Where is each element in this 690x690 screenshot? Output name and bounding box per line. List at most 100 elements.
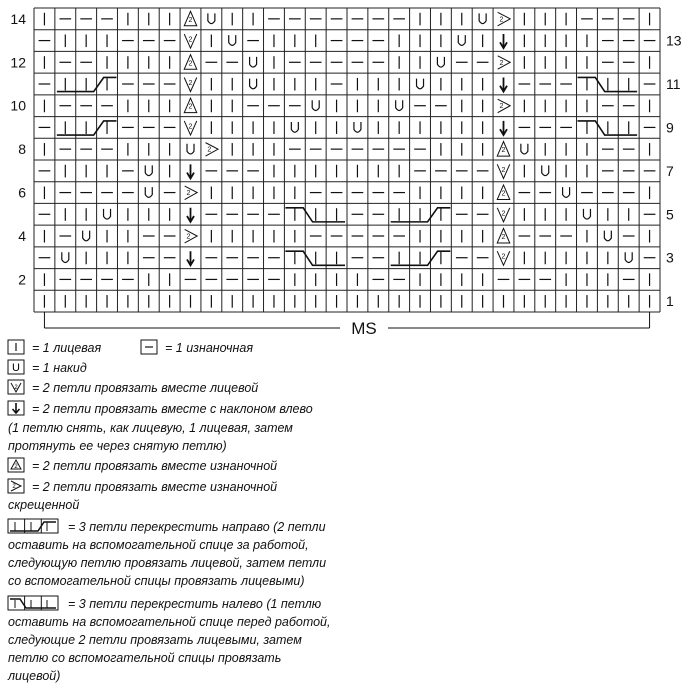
row-label-right: 5	[666, 206, 674, 222]
svg-text:2: 2	[12, 484, 16, 490]
svg-text:2: 2	[502, 191, 506, 198]
svg-text:U: U	[12, 362, 20, 374]
cable-cross-mark	[56, 76, 117, 93]
cable-cross-mark	[577, 120, 638, 136]
chart-cell	[603, 230, 612, 242]
legend-ssk-note-2: протянуть ее через снятую петлю)	[8, 439, 227, 453]
chart-cell	[436, 56, 445, 68]
legend-cross-right-text-4: со вспомогательной спицы провязать лицев…	[8, 574, 305, 588]
row-label-right: 11	[666, 76, 681, 92]
chart-cell: 2	[496, 183, 511, 201]
chart-cell	[144, 165, 153, 177]
row-label-left: 4	[18, 228, 26, 244]
purl-symbol-icon	[140, 339, 158, 355]
row-label-right: 1	[666, 293, 674, 309]
chart-cell: 2	[496, 227, 511, 244]
chart-cell: 2	[496, 140, 511, 157]
chart-cell: 2	[497, 55, 512, 70]
row-label-left: 6	[18, 185, 26, 201]
chart-cell	[582, 208, 592, 220]
chart-cell	[207, 13, 216, 25]
chart-cell	[415, 78, 425, 90]
ssk-arrow-symbol-icon	[7, 400, 25, 416]
legend-k2tog-text: = 2 петли провязать вместе лицевой	[32, 381, 259, 395]
svg-text:2: 2	[500, 16, 504, 23]
svg-text:2: 2	[189, 60, 193, 67]
chart-cell	[82, 230, 91, 242]
row-label-right: 3	[666, 250, 674, 266]
chart-cell	[353, 122, 362, 133]
chart-cell: 2	[497, 11, 512, 27]
chart-cell	[290, 122, 299, 133]
chart-cell	[541, 165, 550, 177]
legend-cross-left-text-4: петлю со вспомогательной спицы провязать	[8, 651, 282, 665]
legend-p2tog-tbl-text-2: скрещенной	[8, 498, 80, 512]
legend-purl-text: = 1 изнаночная	[165, 341, 254, 355]
chart-cell: 2	[183, 53, 198, 70]
legend-cross-right-text-2: оставить на вспомогательной спице за раб…	[8, 538, 309, 552]
legend-ssk-note-1: (1 петлю снять, как лицевую, 1 лицевая, …	[8, 421, 293, 435]
row-labels: 14 12 10 8 6 4 2 13 11 9 7 5 3 1	[10, 11, 681, 309]
chart-cell	[457, 35, 466, 46]
cable-cross-mark	[577, 76, 638, 93]
yarn-over-symbol-icon: U	[7, 359, 25, 375]
row-label-left: 12	[10, 54, 26, 70]
legend-knit-text: = 1 лицевая	[32, 341, 102, 355]
cable-cross-mark	[285, 206, 345, 223]
chart-cell	[186, 207, 195, 224]
legend-cross-left-text-1: = 3 петли перекрестить налево (1 петлю	[68, 597, 322, 611]
svg-text:2: 2	[207, 147, 211, 154]
chart-cell: 2	[183, 120, 198, 137]
legend-cross-right-text-1: = 3 петли перекрестить направо (2 петли	[68, 520, 326, 534]
repeat-bracket	[43, 312, 651, 329]
legend-yarn-over-text: = 1 накид	[32, 361, 87, 375]
chart-cell	[144, 187, 153, 198]
legend-cross-left-text-2: оставить на вспомогательной спице перед …	[8, 615, 331, 629]
cable-cross-mark	[285, 250, 345, 267]
chart-cell	[102, 208, 112, 220]
k2tog-symbol-icon: 2	[7, 379, 25, 395]
svg-text:2: 2	[502, 167, 506, 174]
svg-text:2: 2	[500, 103, 504, 110]
svg-text:2: 2	[502, 254, 506, 261]
repeat-label: MS	[351, 319, 377, 338]
svg-text:2: 2	[502, 234, 506, 241]
cross-left-symbol-icon	[7, 595, 59, 611]
chart-grid-lines	[33, 7, 661, 313]
chart-cell: 2	[205, 142, 220, 157]
svg-text:2: 2	[189, 80, 193, 87]
legend-ssk-text: = 2 петли провязать вместе с наклоном вл…	[32, 402, 313, 416]
chart-cell: 2	[497, 98, 512, 114]
chart-cell: 2	[496, 250, 511, 267]
legend-cross-right-text-3: следующую петлю провязать лицевой, затем…	[8, 556, 327, 570]
row-label-left: 14	[10, 11, 26, 27]
row-label-right: 7	[666, 163, 674, 179]
chart-cell	[562, 187, 571, 198]
svg-text:2: 2	[187, 234, 191, 241]
svg-text:2: 2	[189, 17, 193, 24]
row-label-right: 9	[666, 119, 674, 135]
cable-cross-mark	[56, 120, 117, 136]
cable-cross-mark	[390, 250, 451, 267]
row-label-left: 8	[18, 141, 26, 157]
svg-text:2: 2	[14, 464, 18, 470]
chart-cell	[249, 56, 258, 68]
chart-cell	[395, 100, 404, 112]
p2tog-symbol-icon: 2	[7, 457, 25, 473]
row-label-right: 13	[666, 33, 682, 49]
legend-cross-left-text-3: следующие 2 петли провязать лицевыми, за…	[8, 633, 302, 647]
svg-text:2: 2	[189, 104, 193, 111]
chart-cell	[624, 252, 633, 264]
row-label-left: 10	[10, 98, 26, 114]
svg-text:2: 2	[189, 37, 193, 44]
p2tog-tbl-symbol-icon: 2	[7, 478, 25, 494]
chart-cell: 2	[496, 207, 511, 224]
svg-text:2: 2	[189, 123, 193, 130]
svg-text:2: 2	[500, 60, 504, 67]
svg-text:2: 2	[502, 147, 506, 154]
row-label-left: 2	[18, 271, 26, 287]
chart-cell	[499, 34, 508, 50]
chart-cell	[228, 35, 237, 46]
